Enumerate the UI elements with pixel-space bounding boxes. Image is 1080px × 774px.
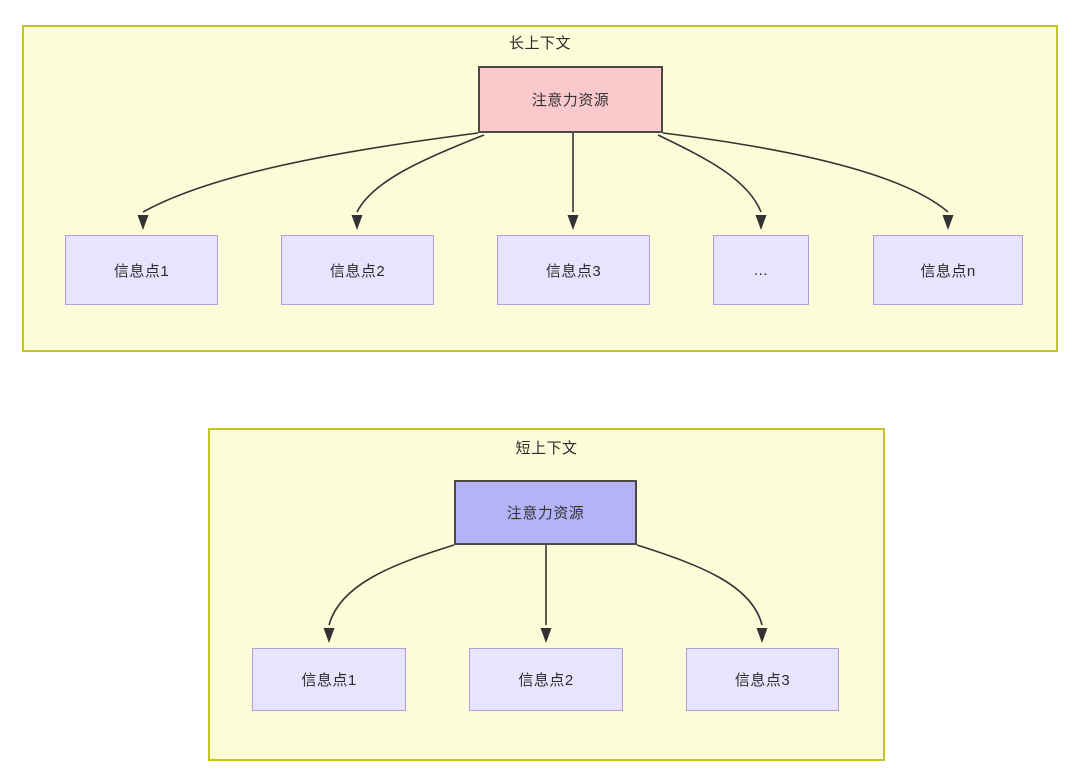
node-info-point-long-2[interactable]: 信息点2 — [281, 235, 434, 305]
group-short-context-title: 短上下文 — [515, 440, 578, 457]
node-info-point-short-3[interactable]: 信息点3 — [686, 648, 839, 711]
node-info-point-short-2[interactable]: 信息点2 — [469, 648, 623, 711]
node-label: 信息点n — [920, 262, 976, 280]
node-info-point-short-1[interactable]: 信息点1 — [252, 648, 406, 711]
node-label: 信息点3 — [545, 262, 602, 280]
node-label: 注意力资源 — [506, 505, 585, 522]
node-info-point-long-ellipsis[interactable]: ... — [713, 235, 809, 305]
node-label: 信息点3 — [734, 672, 791, 689]
node-label: 信息点2 — [329, 262, 386, 280]
group-long-context-title: 长上下文 — [508, 35, 571, 52]
node-info-point-long-3[interactable]: 信息点3 — [497, 235, 650, 305]
node-label: 信息点2 — [518, 672, 574, 689]
node-info-point-long-1[interactable]: 信息点1 — [65, 235, 218, 305]
node-attention-resource-long[interactable]: 注意力资源 — [478, 66, 663, 133]
node-info-point-long-n[interactable]: 信息点n — [873, 235, 1023, 305]
node-label: 信息点1 — [113, 262, 170, 280]
node-attention-resource-short[interactable]: 注意力资源 — [454, 480, 637, 545]
node-label: 信息点1 — [301, 672, 357, 689]
group-short-context: 短上下文 — [208, 428, 885, 761]
node-label: 注意力资源 — [531, 92, 610, 109]
node-label: ... — [753, 261, 768, 279]
